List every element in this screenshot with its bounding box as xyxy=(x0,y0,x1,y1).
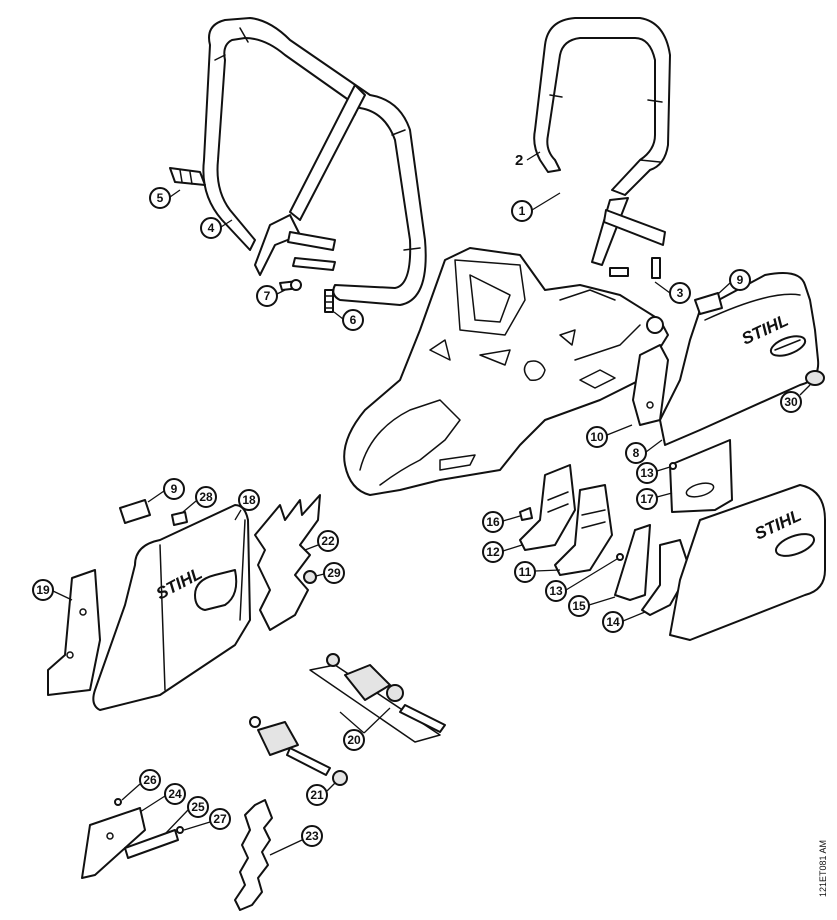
svg-text:12: 12 xyxy=(486,545,500,559)
screw-part-16 xyxy=(519,507,533,521)
tensioner-assembly-part-20 xyxy=(309,653,446,743)
svg-text:11: 11 xyxy=(519,565,532,579)
svg-text:17: 17 xyxy=(640,492,654,506)
svg-text:19: 19 xyxy=(36,583,50,597)
callout-26: 26 xyxy=(121,769,161,801)
callout-13-top: 13 xyxy=(636,462,671,484)
svg-text:14: 14 xyxy=(606,615,620,629)
callout-25: 25 xyxy=(164,796,209,835)
callout-21: 21 xyxy=(306,782,336,806)
callout-6: 6 xyxy=(333,309,364,331)
callout-29: 29 xyxy=(315,562,345,584)
plate-part-25 xyxy=(124,829,179,859)
svg-text:8: 8 xyxy=(633,446,640,460)
chain-sprocket-cover-part-8: STIHL xyxy=(659,272,820,446)
svg-text:28: 28 xyxy=(199,490,213,504)
callout-3: 3 xyxy=(654,281,691,304)
callout-1: 1 xyxy=(511,192,561,222)
svg-text:23: 23 xyxy=(305,829,319,843)
chain-catcher-part-22 xyxy=(254,494,321,631)
bar-plate-part-15 xyxy=(614,524,651,601)
svg-text:5: 5 xyxy=(157,191,164,205)
svg-text:6: 6 xyxy=(350,313,357,327)
svg-text:29: 29 xyxy=(327,566,341,580)
sprocket-cover-alt-part: STIHL xyxy=(669,484,826,641)
callout-11: 11 xyxy=(514,561,561,583)
callout-20: 20 xyxy=(339,707,391,751)
svg-text:13: 13 xyxy=(640,466,654,480)
callout-27: 27 xyxy=(183,808,231,831)
svg-text:4: 4 xyxy=(208,221,215,235)
large-handlebar-part xyxy=(202,17,427,306)
side-plate-part-17 xyxy=(669,439,733,513)
callout-9-right: 9 xyxy=(717,269,751,295)
chain-catcher-part-12 xyxy=(519,464,576,551)
plate-part-24 xyxy=(81,807,146,879)
svg-text:9: 9 xyxy=(171,482,178,496)
svg-text:30: 30 xyxy=(784,395,798,409)
callout-17: 17 xyxy=(636,488,673,510)
svg-text:9: 9 xyxy=(737,273,744,287)
nut-part-29 xyxy=(303,570,317,584)
svg-text:22: 22 xyxy=(321,534,335,548)
svg-text:20: 20 xyxy=(347,733,361,747)
callout-9-left: 9 xyxy=(147,478,185,503)
crankcase-housing-part xyxy=(343,247,669,496)
cover-liner-part-10 xyxy=(632,344,669,426)
tensioner-assembly-part-21 xyxy=(249,716,348,786)
callout-15: 15 xyxy=(568,595,616,617)
callout-22: 22 xyxy=(304,530,339,552)
bar-plate-part-14 xyxy=(641,539,691,616)
svg-text:3: 3 xyxy=(677,286,684,300)
svg-text:27: 27 xyxy=(213,812,227,826)
callout-14: 14 xyxy=(602,611,646,633)
bolt-part-7 xyxy=(279,279,302,291)
callout-23: 23 xyxy=(269,825,323,856)
screw-parts-3 xyxy=(609,257,661,279)
callout-30: 30 xyxy=(780,384,811,413)
screw-part-13-top xyxy=(669,462,677,470)
callout-13-bottom: 13 xyxy=(545,558,618,602)
bolt-part-6 xyxy=(324,289,334,313)
svg-text:15: 15 xyxy=(572,599,586,613)
svg-text:18: 18 xyxy=(242,493,256,507)
callout-10: 10 xyxy=(586,424,633,448)
spacer-part-5 xyxy=(169,167,206,186)
svg-text:1: 1 xyxy=(519,204,526,218)
callout-5: 5 xyxy=(149,187,181,209)
pad-part-9-right xyxy=(694,292,723,315)
callout-7: 7 xyxy=(256,285,286,307)
svg-text:26: 26 xyxy=(143,773,157,787)
svg-text:16: 16 xyxy=(486,515,500,529)
svg-text:10: 10 xyxy=(590,430,604,444)
rivet-part-27 xyxy=(176,826,184,834)
svg-text:7: 7 xyxy=(264,289,271,303)
drawing-code-label: 121ET081 AM xyxy=(818,839,828,897)
callout-8: 8 xyxy=(625,439,663,464)
screw-part-28 xyxy=(171,511,188,526)
svg-text:13: 13 xyxy=(549,584,563,598)
chain-catcher-part-11 xyxy=(554,484,613,576)
callout-4: 4 xyxy=(200,217,233,239)
liner-part-19 xyxy=(47,569,101,696)
callout-24: 24 xyxy=(139,783,186,813)
chain-sprocket-cover-part-18: STIHL xyxy=(92,504,251,711)
nut-part-30 xyxy=(805,370,825,386)
pad-part-9-left xyxy=(119,499,151,524)
small-handlebar-part xyxy=(533,17,671,266)
callout-19: 19 xyxy=(32,579,73,601)
callout-16: 16 xyxy=(482,511,521,533)
svg-text:24: 24 xyxy=(168,787,182,801)
rivet-part-26 xyxy=(114,798,122,806)
chain-catcher-part-23 xyxy=(234,799,273,911)
callout-12: 12 xyxy=(482,541,523,563)
callout-label-2: 2 xyxy=(515,152,523,169)
callout-18: 18 xyxy=(234,489,260,521)
svg-text:21: 21 xyxy=(310,788,324,802)
screw-part-13-bottom xyxy=(616,553,624,561)
svg-text:25: 25 xyxy=(191,800,205,814)
callout-28: 28 xyxy=(182,486,217,513)
